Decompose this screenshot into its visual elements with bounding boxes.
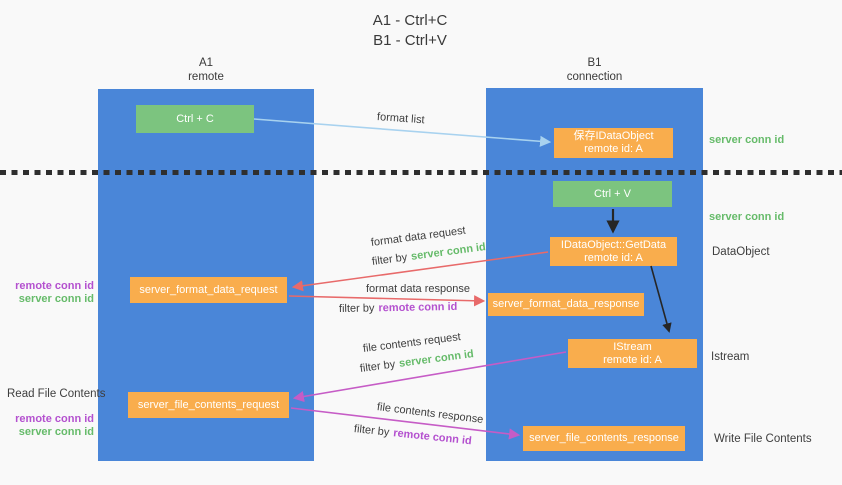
node-getdata-line2: remote id: A: [584, 251, 643, 264]
node-istream-line2: remote id: A: [603, 353, 662, 366]
lane-header-b1: B1 connection: [486, 56, 703, 84]
diagram-title: A1 - Ctrl+C B1 - Ctrl+V: [0, 11, 820, 51]
server-conn-id-text: server conn id: [398, 348, 475, 370]
side-label-conn-ids-lower: remote conn id server conn id: [0, 413, 94, 439]
node-istream: IStream remote id: A: [568, 339, 697, 368]
side-label-read-file-contents: Read File Contents: [7, 388, 106, 400]
side-label-dataobject: DataObject: [712, 246, 770, 258]
side-label-write-file-contents: Write File Contents: [714, 433, 812, 445]
node-server-file-contents-response: server_file_contents_response: [523, 426, 685, 451]
side-label-server-conn-id-mid: server conn id: [709, 211, 785, 223]
node-istream-line1: IStream: [613, 340, 652, 353]
node-ctrl-c: Ctrl + C: [136, 105, 254, 133]
node-format-request-label: server_format_data_request: [139, 283, 278, 296]
lane-b1-name: B1: [587, 57, 602, 69]
title-line-2: B1 - Ctrl+V: [373, 32, 447, 49]
lane-a1-role: remote: [188, 71, 224, 83]
dotted-divider-line: [0, 170, 842, 175]
node-server-file-contents-request: server_file_contents_request: [128, 392, 289, 418]
lane-header-a1: A1 remote: [98, 56, 314, 84]
node-ctrl-c-label: Ctrl + C: [176, 112, 214, 125]
node-idataobject-getdata: IDataObject::GetData remote id: A: [550, 237, 677, 266]
lane-b1-role: connection: [566, 71, 623, 83]
remote-conn-id-text: remote conn id: [392, 427, 473, 448]
side-label-server-conn-id: server conn id: [18, 426, 94, 438]
side-label-istream: Istream: [711, 351, 750, 363]
node-getdata-line1: IDataObject::GetData: [560, 238, 667, 251]
node-save-idataobject-line2: remote id: A: [584, 143, 643, 155]
server-conn-id-text: server conn id: [410, 241, 487, 263]
side-label-server-conn-id: server conn id: [18, 293, 94, 305]
side-label-remote-conn-id: remote conn id: [15, 280, 94, 292]
node-save-idataobject-line1: 保存IDataObject: [573, 130, 654, 142]
filter-by-text: filter by: [353, 423, 390, 439]
node-ctrl-v-label: Ctrl + V: [594, 187, 631, 200]
node-file-request-label: server_file_contents_request: [137, 398, 280, 411]
label-file-contents-response: file contents response: [376, 401, 484, 426]
title-line-1: A1 - Ctrl+C: [372, 12, 448, 29]
label-format-data-response: format data response: [366, 283, 470, 295]
node-file-response-label: server_file_contents_response: [529, 432, 679, 444]
node-server-format-data-response: server_format_data_response: [488, 293, 644, 316]
filter-by-text: filter by: [359, 358, 396, 375]
remote-conn-id-text: remote conn id: [378, 300, 458, 315]
label-format-list: format list: [376, 111, 425, 127]
node-save-idataobject: 保存IDataObject remote id: A: [554, 128, 673, 158]
lane-a1-name: A1: [198, 57, 214, 69]
side-label-server-conn-id-top: server conn id: [709, 134, 785, 146]
side-label-remote-conn-id: remote conn id: [15, 413, 94, 425]
side-label-conn-ids-upper: remote conn id server conn id: [0, 280, 94, 306]
filter-by-text: filter by: [371, 251, 408, 268]
node-format-response-label: server_format_data_response: [492, 298, 640, 310]
filter-by-text: filter by: [338, 302, 375, 315]
node-server-format-data-request: server_format_data_request: [130, 277, 287, 303]
node-ctrl-v: Ctrl + V: [553, 181, 672, 207]
